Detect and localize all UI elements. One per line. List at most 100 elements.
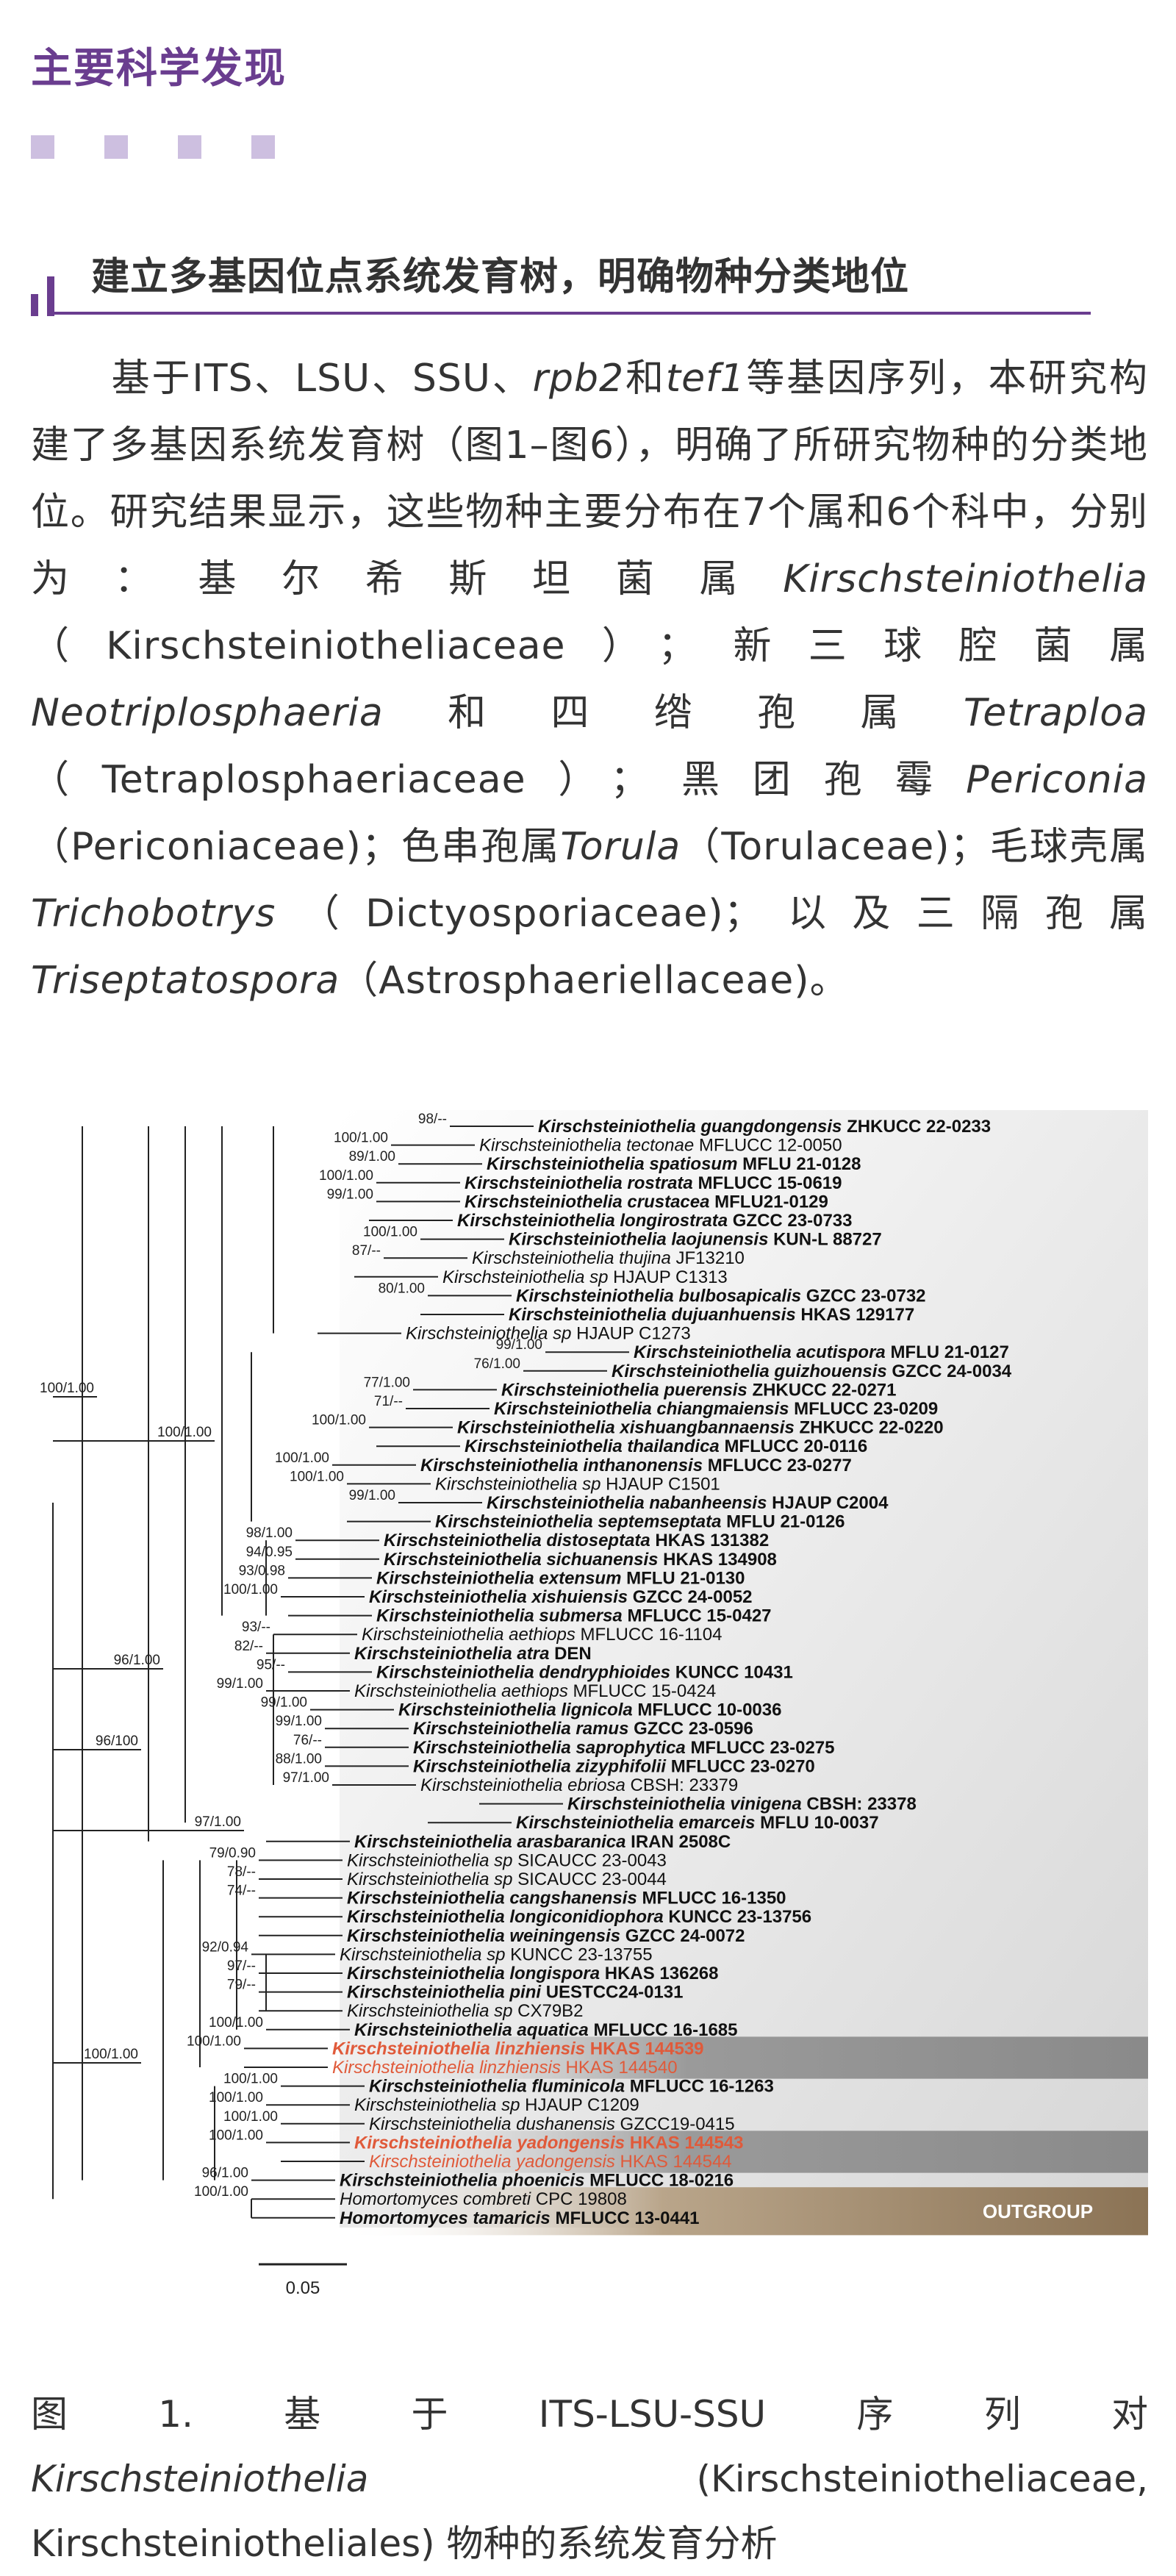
support-value: 99/1.00 <box>349 1488 395 1503</box>
taxon-species: Kirschsteiniothelia yadongensis <box>369 2152 620 2172</box>
taxon-label: Kirschsteiniothelia aethiops MFLUCC 15-0… <box>354 1681 716 1701</box>
taxon-species: Kirschsteiniothelia atra <box>354 1644 554 1664</box>
taxon-species: Kirschsteiniothelia sp <box>347 1850 517 1870</box>
taxon-label: Kirschsteiniothelia submersa MFLUCC 15-0… <box>376 1606 772 1626</box>
taxon-strain: CBSH: 23379 <box>630 1775 738 1795</box>
taxon-name: rpb2 <box>532 357 625 401</box>
outgroup-label: OUTGROUP <box>983 2200 1093 2222</box>
taxon-strain: GZCC 24-0072 <box>625 1926 745 1946</box>
subheading-bar-icon <box>31 294 38 316</box>
square-3 <box>178 135 201 159</box>
taxon-strain: MFLUCC 16-1350 <box>642 1889 786 1908</box>
node-support: 96/100 <box>96 1734 138 1749</box>
taxon-strain: DEN <box>554 1644 592 1664</box>
taxon-strain: HJAUP C1501 <box>606 1474 720 1494</box>
taxon-name: tef1 <box>665 357 745 401</box>
taxon-label: Kirschsteiniothelia aquatica MFLUCC 16-1… <box>354 2020 738 2040</box>
taxon-label: Kirschsteiniothelia yadongensis HKAS 144… <box>369 2152 732 2172</box>
paragraph-text: 和四绺孢属 <box>383 691 964 735</box>
taxon-label: Kirschsteiniothelia septemseptata MFLU 2… <box>435 1512 845 1532</box>
taxon-label: Kirschsteiniothelia extensum MFLU 21-013… <box>376 1568 745 1588</box>
taxon-strain: MFLU 21-0127 <box>890 1342 1008 1362</box>
support-value: 94/0.95 <box>246 1545 293 1560</box>
support-value: 93/0.98 <box>239 1563 285 1578</box>
taxon-species: Kirschsteiniothelia guizhouensis <box>612 1362 892 1381</box>
taxon-species: Kirschsteiniothelia guangdongensis <box>538 1117 847 1137</box>
support-value: 100/1.00 <box>223 2072 278 2087</box>
square-1 <box>31 135 54 159</box>
support-value: 97/-- <box>227 1958 256 1974</box>
taxon-species: Kirschsteiniothelia xishuangbannaensis <box>457 1418 799 1438</box>
taxon-species: Kirschsteiniothelia dujuanhuensis <box>509 1305 800 1325</box>
support-value: 99/1.00 <box>276 1714 322 1729</box>
phylogenetic-tree: OUTGROUP 98/-- Kirschsteiniothelia guangdo… <box>40 1110 1148 2298</box>
taxon-name: Periconia <box>966 758 1148 802</box>
taxon-strain: HKAS 144543 <box>630 2133 744 2153</box>
support-value: 87/-- <box>352 1243 381 1259</box>
taxon-label: Kirschsteiniothelia longiconidiophora KU… <box>347 1907 811 1927</box>
taxon-strain: CBSH: 23378 <box>806 1795 916 1814</box>
taxon-species: Kirschsteiniothelia emarceis <box>516 1813 760 1833</box>
taxon-label: Kirschsteiniothelia crustacea MFLU21-012… <box>465 1192 828 1212</box>
support-value: 77/1.00 <box>364 1375 410 1390</box>
support-value: 76/1.00 <box>474 1356 520 1372</box>
support-value: 100/1.00 <box>275 1450 329 1466</box>
taxon-strain: HJAUP C1209 <box>525 2095 639 2115</box>
taxon-species: Kirschsteiniothelia linzhiensis <box>332 2058 565 2078</box>
taxon-label: Kirschsteiniothelia spatiosum MFLU 21-01… <box>487 1154 861 1174</box>
support-value: 97/1.00 <box>283 1770 329 1786</box>
taxon-label: Kirschsteiniothelia phoenicis MFLUCC 18-… <box>340 2171 734 2191</box>
square-4 <box>251 135 275 159</box>
taxon-label: Kirschsteiniothelia aethiops MFLUCC 16-1… <box>362 1625 722 1645</box>
support-value: 78/-- <box>227 1864 256 1880</box>
taxon-label: Kirschsteiniothelia zizyphifolii MFLUCC … <box>413 1756 815 1776</box>
taxon-strain: GZCC 23-0732 <box>806 1286 926 1306</box>
support-value: 100/1.00 <box>194 2184 248 2200</box>
support-value: 79/-- <box>227 1978 256 1993</box>
caption-word: 图 <box>31 2393 68 2436</box>
scale-label: 0.05 <box>286 2278 320 2298</box>
support-value: 100/1.00 <box>209 2015 263 2031</box>
taxon-label: Homortomyces combreti CPC 19808 <box>340 2189 627 2209</box>
taxon-strain: MFLUCC 13-0441 <box>555 2208 699 2228</box>
taxon-label: Kirschsteiniothelia cangshanensis MFLUCC… <box>347 1889 786 1908</box>
taxon-strain: ZHKUCC 22-0233 <box>847 1117 991 1137</box>
taxon-name: Trichobotrys <box>31 892 276 936</box>
taxon-species: Kirschsteiniothelia spatiosum <box>487 1154 742 1174</box>
taxon-label: Kirschsteiniothelia sp KUNCC 23-13755 <box>340 1944 653 1964</box>
taxon-label: Kirschsteiniothelia sp CX79B2 <box>347 2001 584 2021</box>
taxon-species: Homortomyces tamaricis <box>340 2208 555 2228</box>
taxon-label: Kirschsteiniothelia longirostrata GZCC 2… <box>457 1211 853 1231</box>
taxon-species: Kirschsteiniothelia laojunensis <box>509 1230 773 1250</box>
taxon-species: Kirschsteiniothelia aethiops <box>354 1681 573 1701</box>
support-value: 93/-- <box>242 1620 270 1635</box>
taxon-label: Kirschsteiniothelia sp HJAUP C1209 <box>354 2095 639 2115</box>
caption-word: ITS-LSU-SSU <box>538 2393 767 2436</box>
taxon-label: Kirschsteiniothelia emarceis MFLU 10-003… <box>516 1813 879 1833</box>
taxon-label: Kirschsteiniothelia guizhouensis GZCC 24… <box>612 1362 1012 1381</box>
taxon-species: Kirschsteiniothelia bulbosapicalis <box>516 1286 806 1306</box>
taxon-species: Kirschsteiniothelia aethiops <box>362 1625 581 1645</box>
taxon-label: Kirschsteiniothelia xishuiensis GZCC 24-… <box>369 1587 753 1607</box>
taxon-species: Kirschsteiniothelia sp <box>347 2001 517 2021</box>
taxon-label: Kirschsteiniothelia bulbosapicalis GZCC … <box>516 1286 926 1306</box>
support-value: 98/1.00 <box>246 1525 293 1541</box>
taxon-label: Kirschsteiniothelia fluminicola MFLUCC 1… <box>369 2077 774 2097</box>
taxon-species: Kirschsteiniothelia yadongensis <box>354 2133 630 2153</box>
taxon-strain: HJAUP C2004 <box>772 1493 889 1513</box>
support-value: 98/-- <box>418 1112 447 1127</box>
taxon-label: Kirschsteiniothelia sp HJAUP C1501 <box>435 1474 720 1494</box>
taxon-species: Kirschsteiniothelia crustacea <box>465 1192 714 1212</box>
taxon-strain: GZCC 24-0034 <box>892 1362 1011 1381</box>
support-value: 99/1.00 <box>496 1337 542 1353</box>
taxon-label: Kirschsteiniothelia lignicola MFLUCC 10-… <box>398 1700 781 1720</box>
section-title: 主要科学发现 <box>31 45 287 93</box>
taxon-species: Kirschsteiniothelia rostrata <box>465 1173 698 1193</box>
taxon-label: Kirschsteiniothelia dushanensis GZCC19-0… <box>369 2114 735 2134</box>
phylogenetic-tree-figure: OUTGROUP 98/-- Kirschsteiniothelia guangdo… <box>31 1103 1148 2345</box>
taxon-species: Kirschsteiniothelia fluminicola <box>369 2077 630 2097</box>
taxon-strain: CX79B2 <box>517 2001 583 2021</box>
taxon-label: Kirschsteiniothelia dujuanhuensis HKAS 1… <box>509 1305 914 1325</box>
taxon-label: Kirschsteiniothelia ramus GZCC 23-0596 <box>413 1719 753 1739</box>
